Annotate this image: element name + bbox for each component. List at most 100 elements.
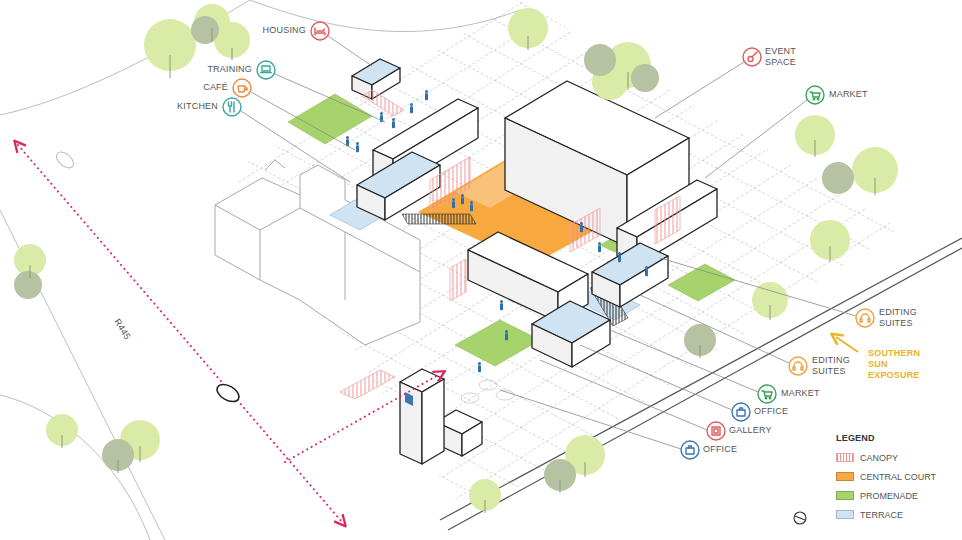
program-icon [743,48,761,66]
building-mass [592,272,620,307]
roads [0,0,250,115]
leader-line [655,62,744,118]
existing-building [260,208,345,300]
promenade [668,264,735,301]
canopy [570,208,600,252]
program-icon [758,385,776,403]
program-icon [311,22,329,40]
program-icon [737,410,745,416]
parking [461,393,479,403]
program-label: HOUSING [226,25,306,36]
roundabout [214,381,242,405]
program-icon [714,429,718,433]
north-symbol [794,512,806,524]
program-icon [801,367,803,370]
program-icon [860,319,862,322]
legend-swatch [836,472,854,481]
program-icon [732,403,750,421]
tree [822,162,854,194]
tree [631,64,659,92]
north-symbol [795,516,805,520]
program-icon [810,92,820,97]
people [392,118,395,128]
program-icon [257,61,275,79]
program-label: EVENT SPACE [765,46,807,68]
program-icon [752,52,757,57]
program-icon [229,102,235,112]
building-mass [352,59,717,464]
legend-swatch [836,491,854,500]
parking [479,380,497,390]
program-icon [765,397,767,399]
access-arrow [18,145,342,522]
existing-building [300,195,301,208]
program-label: EDITING SUITES [812,355,860,377]
legend-swatch [836,453,854,462]
canopy [362,90,404,116]
program-icon [238,86,247,92]
building-mass [422,379,444,464]
program-icon [817,98,819,100]
canopy [655,196,680,244]
tree [191,16,219,44]
people [470,201,473,211]
legend-text: CANOPY [860,452,898,464]
tree [14,4,898,513]
leader-line [540,360,707,430]
canopy [340,370,395,399]
roads [53,149,76,171]
building-mass [400,382,422,464]
people [645,266,648,276]
road-name: R445 [106,308,139,351]
program-label: TRAINING [172,64,252,75]
people [580,222,583,232]
legend-swatch [836,510,854,519]
program-icon [311,22,329,40]
existing-building [345,232,420,272]
people [356,142,359,152]
canopy [450,259,466,301]
program-icon [806,86,824,104]
tree [30,28,875,513]
tower-sign [405,392,413,406]
program-icon [793,367,795,370]
program-icon [262,66,270,71]
program-label: OFFICE [703,444,753,455]
program-label: CAFÉ [168,82,228,93]
leader-line [241,36,856,449]
building-mass [357,185,385,220]
program-icon [707,422,725,440]
building-mass [462,422,482,456]
tree [584,44,616,76]
roads [0,395,150,540]
access-arrow [285,374,440,462]
program-icon [762,391,772,396]
program-label: MARKET [829,89,889,100]
program-icon [261,72,272,73]
program-label: GALLERY [729,425,789,436]
program-icon [257,61,275,79]
program-icon [732,403,750,421]
program-icon [681,441,699,459]
program-icon [223,98,241,116]
program-icon [769,397,771,399]
canopy [430,157,470,211]
people [346,136,349,146]
people [478,362,481,372]
tree [30,28,875,513]
people [452,198,455,208]
building-mass [468,250,558,322]
people [410,103,413,113]
leader-line [251,92,355,150]
legend-text: PROMENADE [860,490,918,502]
legend-entry: PROMENADE [836,490,956,502]
people [346,90,648,372]
program-icon [233,79,251,97]
leader-line [241,111,350,182]
sun-arrow [836,337,858,352]
legend-text: CENTRAL COURT [860,471,936,483]
